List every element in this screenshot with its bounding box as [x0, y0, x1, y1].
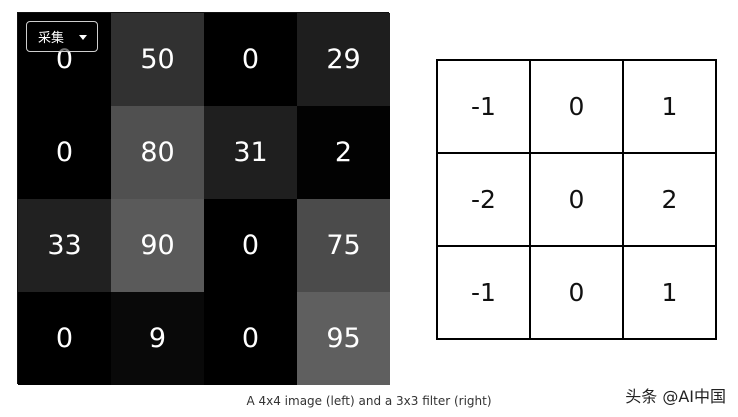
image-cell: 50 [111, 13, 204, 106]
filter-cell: 0 [530, 60, 623, 153]
filter-cell: 0 [530, 153, 623, 246]
image-cell: 90 [111, 199, 204, 292]
watermark: 头条 @AI中国 [625, 387, 726, 406]
image-cell: 0 [18, 292, 111, 385]
image-cell: 95 [297, 292, 390, 385]
filter-cell: -1 [437, 60, 530, 153]
filter-cell: 1 [623, 246, 716, 339]
image-cell: 2 [297, 106, 390, 199]
image-cell: 9 [111, 292, 204, 385]
image-cell: 33 [18, 199, 111, 292]
image-cell: 75 [297, 199, 390, 292]
capture-dropdown-label: 采集 [38, 31, 65, 46]
image-cell: 0 [204, 292, 297, 385]
image-cell: 0 [204, 13, 297, 106]
chevron-down-icon [79, 35, 87, 40]
filter-cell: -2 [437, 153, 530, 246]
image-cell: 80 [111, 106, 204, 199]
filter-cell: -1 [437, 246, 530, 339]
caption: A 4x4 image (left) and a 3x3 filter (rig… [246, 394, 492, 408]
filter-cell: 2 [623, 153, 716, 246]
image-cell: 0 [204, 199, 297, 292]
image-cell: 29 [297, 13, 390, 106]
filter-cell: 0 [530, 246, 623, 339]
image-cell: 31 [204, 106, 297, 199]
image-cell: 0 [18, 106, 111, 199]
filter-cell: 1 [623, 60, 716, 153]
capture-dropdown[interactable]: 采集 [26, 21, 98, 52]
